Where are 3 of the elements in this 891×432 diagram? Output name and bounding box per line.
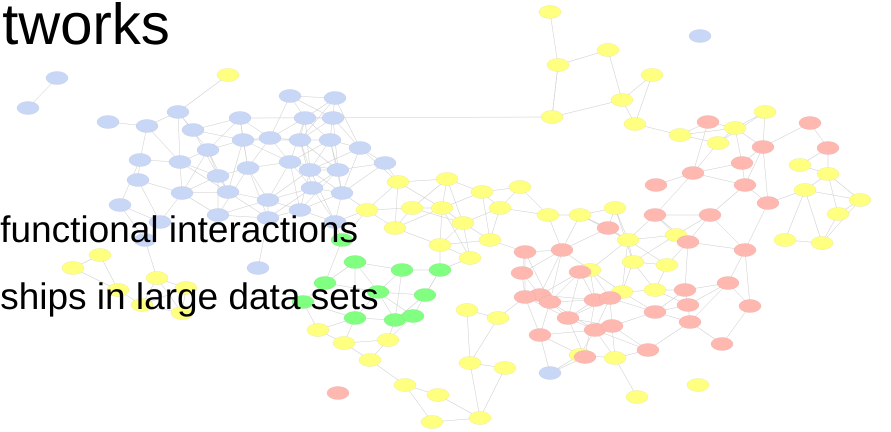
text-line: functional interactions <box>0 215 357 242</box>
title: tworks <box>3 2 168 45</box>
text-line: ships in large data sets <box>1 282 378 317</box>
